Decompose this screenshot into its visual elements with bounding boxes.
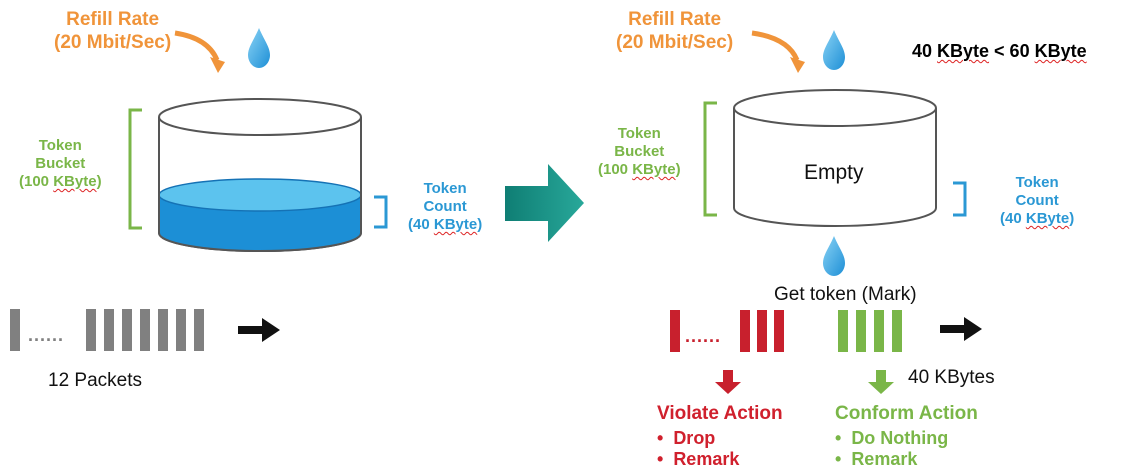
red-packets (670, 310, 784, 352)
conform-action-title: Conform Action (835, 403, 978, 424)
right-count-line1: Token (1015, 174, 1059, 191)
right-bucket-line2: Bucket (614, 143, 665, 160)
left-black-right-arrow-icon (238, 318, 280, 342)
left-water-surface (158, 178, 362, 212)
right-count-bracket (953, 181, 967, 217)
right-token-count-label: Token Count (40 KByte) (1000, 174, 1074, 228)
left-bucket-size: (100 KByte) (19, 173, 102, 190)
left-token-bucket-label: Token Bucket (100 KByte) (19, 137, 102, 191)
left-bucket-line1: Token (38, 137, 82, 154)
get-token-label: Get token (Mark) (774, 284, 917, 305)
violate-action-title: Violate Action (657, 403, 783, 424)
left-curved-arrow-icon (174, 30, 225, 73)
left-water-drop-icon (248, 28, 270, 68)
left-refill-title: Refill Rate (66, 9, 160, 30)
green-packets (838, 310, 902, 352)
right-curved-arrow-icon (751, 30, 805, 73)
left-count-line2: Count (423, 198, 467, 215)
left-count-value: (40 KByte) (408, 216, 483, 233)
left-refill-label: Refill Rate (20 Mbit/Sec) (54, 9, 171, 55)
left-bucket-bracket (128, 108, 142, 230)
right-water-drop-icon (823, 30, 845, 70)
left-bucket (158, 98, 362, 252)
right-bucket-size: (100 KByte) (598, 161, 681, 178)
violate-item: • Remark (657, 449, 740, 469)
violate-action-list: • Drop • Remark (657, 428, 739, 470)
green-down-arrow-icon (868, 370, 894, 394)
conform-action-list: • Do Nothing • Remark (835, 428, 948, 470)
right-refill-rate: (20 Mbit/Sec) (616, 31, 734, 53)
right-bucket-line1: Token (617, 125, 661, 142)
kbytes-label: 40 KBytes (908, 367, 995, 388)
left-token-count-label: Token Count (40 KByte) (408, 180, 482, 234)
left-packets (10, 309, 204, 351)
left-packet-dots: ...... (28, 325, 65, 345)
right-bucket-bracket (703, 101, 717, 217)
bucket-state-label: Empty (804, 161, 864, 184)
conform-item: • Do Nothing (835, 428, 949, 448)
right-refill-title: Refill Rate (628, 9, 722, 30)
conform-item: • Remark (835, 449, 918, 469)
left-packets-label: 12 Packets (48, 370, 142, 391)
red-down-arrow-icon (715, 370, 741, 394)
left-bucket-line2: Bucket (35, 155, 86, 172)
right-token-bucket-label: Token Bucket (100 KByte) (598, 125, 681, 179)
right-count-line2: Count (1015, 192, 1059, 209)
violate-item: • Drop (657, 428, 716, 448)
right-black-right-arrow-icon (940, 317, 982, 341)
center-transition-arrow-icon (505, 164, 584, 242)
left-count-line1: Token (423, 180, 467, 197)
right-packet-dots: ...... (685, 326, 722, 346)
bottom-water-drop-icon (823, 236, 845, 276)
right-bucket (733, 89, 937, 227)
left-refill-rate: (20 Mbit/Sec) (54, 31, 172, 53)
right-count-value: (40 KByte) (1000, 210, 1075, 227)
left-count-bracket (374, 195, 388, 229)
right-refill-label: Refill Rate (20 Mbit/Sec) (616, 9, 733, 55)
comparison-label: 40 KByte < 60 KByte (912, 41, 1087, 61)
